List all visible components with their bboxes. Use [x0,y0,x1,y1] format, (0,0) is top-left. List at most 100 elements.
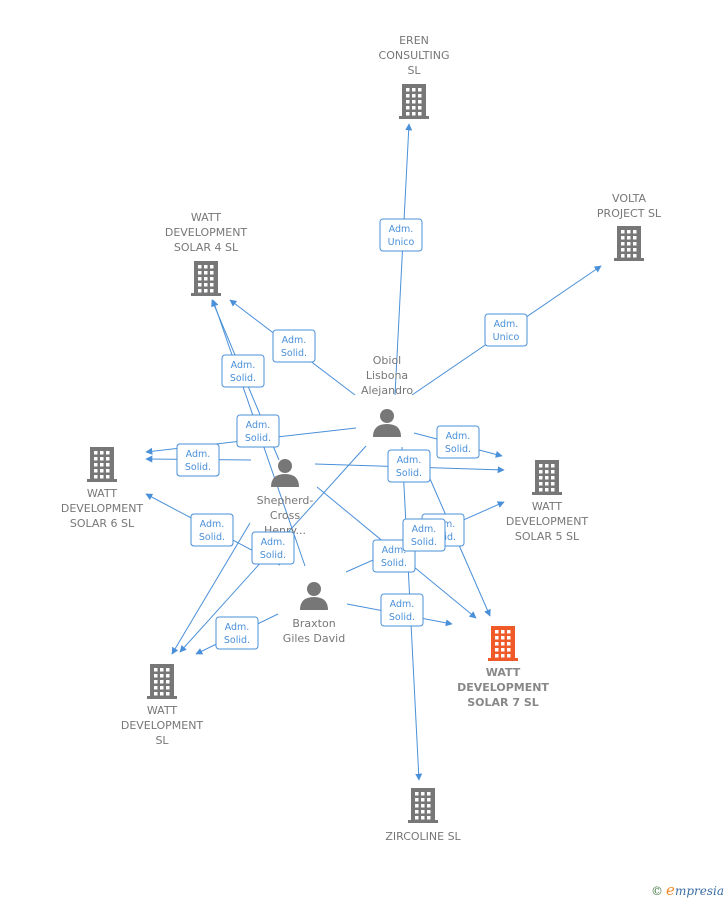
company-node-volta[interactable]: VOLTA PROJECT SL [597,192,662,261]
node-label: Obiol [373,354,401,367]
building-icon [532,460,562,495]
person-node-shep[interactable]: Shepherd-CrossHenry... [257,459,314,537]
edge-label-box[interactable]: Adm. Solid. [236,414,280,448]
node-label: WATT [532,500,562,513]
building-icon [147,664,177,699]
edge-label-text: Adm. [231,360,256,371]
node-label: SOLAR 5 SL [515,530,580,543]
company-node-wd6[interactable]: WATT DEVELOPMENT SOLAR 6 SL [61,447,144,530]
edge-obiol-eren [394,123,413,396]
edge-label-frame [236,414,280,448]
edge-label-frame [484,313,528,347]
edge-label-frame [387,449,431,483]
edge-label-box[interactable]: Adm. Solid. [176,443,220,477]
person-icon [373,409,401,437]
person-icon [300,582,328,610]
empresia-watermark[interactable]: ©empresia [651,881,724,899]
node-label: Giles David [283,632,345,645]
edge-label-text: Solid. [260,550,286,561]
company-node-zirc[interactable]: ZIRCOLINE SL [385,788,462,843]
edge-label-text: Solid. [445,444,471,455]
node-label: Shepherd- [257,494,314,507]
edge-label-text: Solid. [411,537,437,548]
edge-label-box[interactable]: Adm. Solid. [190,513,234,547]
node-label: Lisbona [366,369,408,382]
building-icon [408,788,438,823]
edge-label-text: Adm. [382,545,407,556]
edge-label-text: Unico [493,332,520,343]
node-label: DEVELOPMENT [165,226,248,239]
node-label: SL [407,64,421,77]
edge-label-text: Solid. [230,373,256,384]
edge-label-frame [436,425,480,459]
edge-label-frame [215,616,259,650]
edge-label-text: Adm. [446,431,471,442]
node-label: DEVELOPMENT [457,681,549,694]
edge-label-frame [379,218,423,252]
node-label: CONSULTING [379,49,450,62]
edge-label-box[interactable]: Adm. Solid. [272,329,316,363]
node-label: Braxton [292,617,335,630]
node-label: PROJECT SL [597,207,662,220]
edge-label-box[interactable]: Adm. Solid. [436,425,480,459]
building-icon [488,626,518,661]
edge-label-box[interactable]: Adm. Solid. [221,354,265,388]
edge-label-text: Adm. [494,319,519,330]
brand-name: mpresia [674,884,724,898]
edge-label-text: Adm. [225,622,250,633]
edge-label-box[interactable]: Adm. Solid. [402,518,446,552]
edge-label-text: Adm. [397,455,422,466]
edge-label-text: Solid. [396,468,422,479]
node-label: WATT [191,211,221,224]
edge-label-text: Solid. [199,532,225,543]
building-icon [191,261,221,296]
person-icon [271,459,299,487]
edge-label-text: Solid. [185,462,211,473]
edge-label-frame [176,443,220,477]
edge-label-text: Solid. [224,635,250,646]
edge-label-text: Adm. [186,449,211,460]
node-label: WATT [147,704,177,717]
edge-label-text: Solid. [381,558,407,569]
edge-label-text: Solid. [245,433,271,444]
node-label: ZIRCOLINE SL [385,830,461,843]
edge-label-box[interactable]: Adm. Solid. [251,531,295,565]
edge-label-text: Adm. [261,537,286,548]
node-label: SOLAR 6 SL [70,517,135,530]
edge-label-box[interactable]: Adm. Unico [484,313,528,347]
node-label: EREN [399,34,429,47]
building-icon [614,226,644,261]
edge-label-text: Adm. [200,519,225,530]
edge-label-box[interactable]: Adm. Solid. [215,616,259,650]
edge-label-box[interactable]: Adm.Unico [379,218,423,252]
copyright-symbol: © [651,884,664,898]
edge-label-text: Adm. [246,420,271,431]
edge-label-text: Adm. [282,335,307,346]
edge-label-box[interactable]: Adm. Solid. [387,449,431,483]
node-label: DEVELOPMENT [61,502,144,515]
node-label: SOLAR 7 SL [467,696,539,709]
edge-label-box[interactable]: Adm.Solid. [380,593,424,627]
edge-shep-wd [171,522,251,655]
edge-label-frame [380,593,424,627]
edge-label-text: Adm. [390,599,415,610]
node-label: Alejandro [361,384,413,397]
company-node-eren[interactable]: EREN CONSULTING SL [379,34,450,119]
node-label: VOLTA [612,192,646,205]
edge-label-text: Adm. [412,524,437,535]
building-icon [399,84,429,119]
node-label: WATT [87,487,117,500]
edge-label-text: Solid. [281,348,307,359]
edge-label-frame [402,518,446,552]
edge-label-text: Unico [388,237,415,248]
edge-label-frame [221,354,265,388]
building-icon [87,447,117,482]
